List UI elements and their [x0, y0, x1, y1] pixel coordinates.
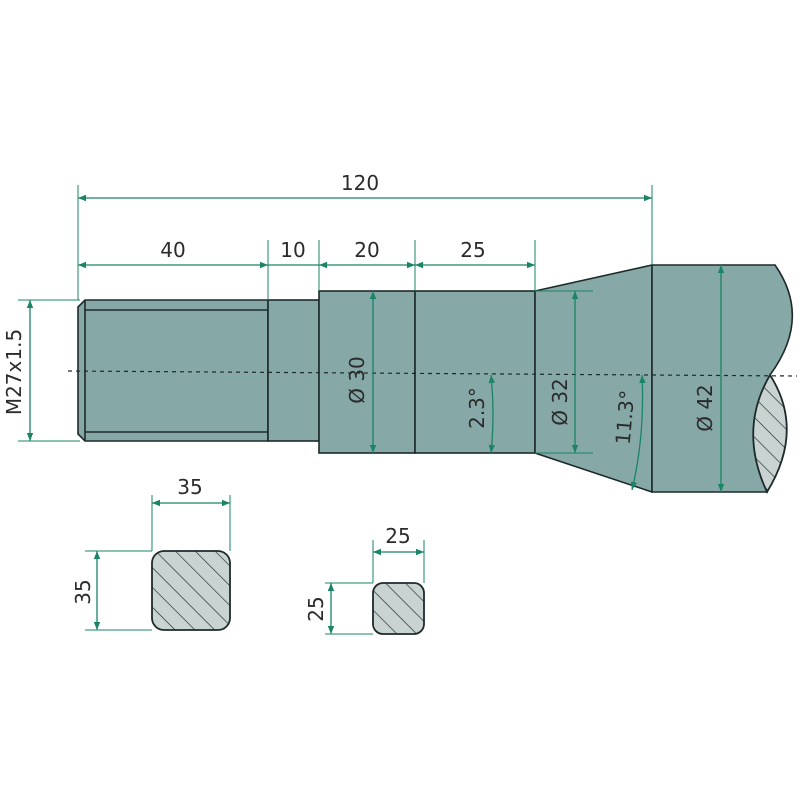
neck-length-label: 10 — [280, 238, 305, 262]
section-small-height-label: 25 — [304, 596, 328, 621]
shaft-break-section — [752, 373, 788, 494]
thread-root-lines — [84, 300, 268, 441]
neck-section — [267, 299, 320, 442]
collar-diameter-label: Ø 30 — [345, 356, 369, 404]
collar-length-label: 20 — [354, 238, 379, 262]
overall-length-label: 120 — [341, 171, 379, 195]
cross-section-small: 25 25 — [304, 524, 425, 635]
cross-section-large: 35 35 — [71, 475, 231, 631]
collar-section — [318, 290, 416, 454]
taper-section — [414, 290, 536, 454]
thread-length-label: 40 — [160, 238, 185, 262]
cone-angle-label: 11.3° — [611, 389, 640, 445]
taper-angle-label: 2.3° — [465, 387, 489, 429]
section-large-height-label: 35 — [71, 579, 95, 604]
dimension-lines — [26, 194, 725, 492]
section-large-width-label: 35 — [177, 475, 202, 499]
taper-length-label: 25 — [460, 238, 485, 262]
thread-spec-label: M27x1.5 — [2, 329, 26, 415]
shaft-diameter-label: Ø 42 — [693, 384, 717, 432]
thread-section — [77, 299, 269, 442]
centerline — [67, 370, 798, 377]
pin-body — [67, 264, 798, 494]
cone-start-diameter-label: Ø 32 — [548, 378, 572, 426]
section-small-width-label: 25 — [385, 524, 410, 548]
